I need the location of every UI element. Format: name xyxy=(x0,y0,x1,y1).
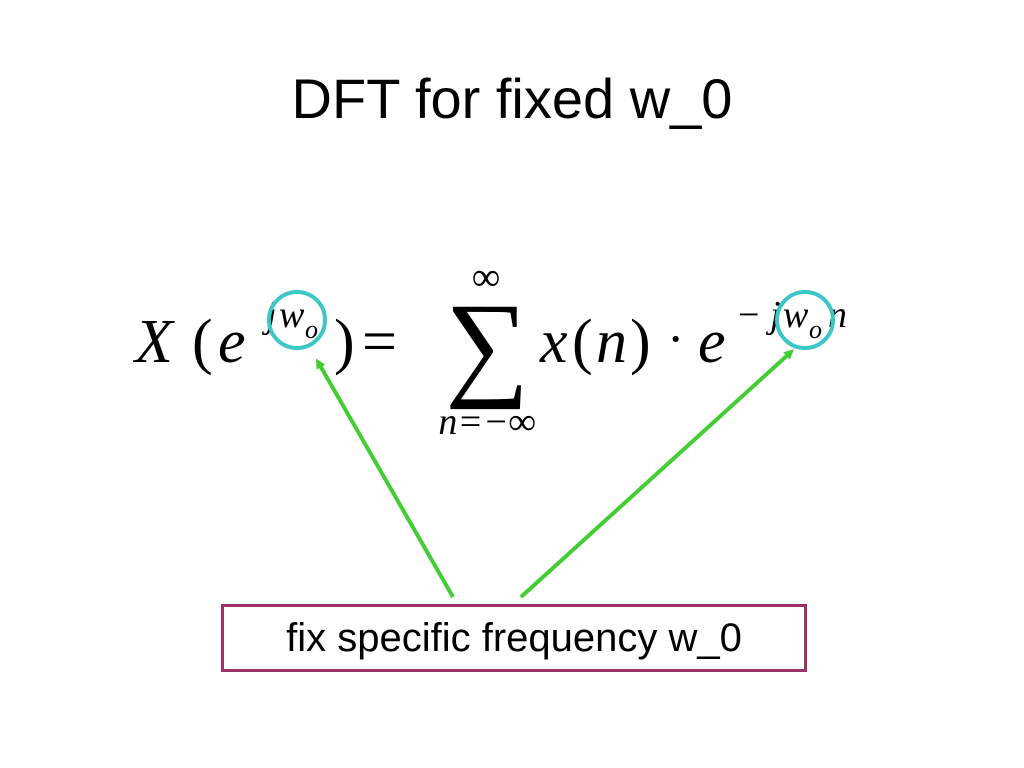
formula-lhs-open-paren: ( xyxy=(192,308,213,376)
formula-rhs-exp-sub-o: o xyxy=(809,315,822,344)
formula-equals: = xyxy=(362,308,397,376)
formula-rhs-close-paren: ) xyxy=(630,308,651,376)
formula-rhs-exp-minus: − xyxy=(738,294,759,336)
formula-lhs-e: e xyxy=(218,308,246,376)
callout-box: fix specific frequency w_0 xyxy=(221,604,807,672)
sum-symbol: ∑ xyxy=(445,279,529,410)
formula-rhs-x: x xyxy=(539,308,568,376)
highlight-circle-right xyxy=(775,290,835,350)
formula-rhs-e: e xyxy=(698,308,726,376)
formula-lhs-exp-w: w xyxy=(279,294,305,336)
callout-text: fix specific frequency w_0 xyxy=(286,615,742,660)
slide-title: DFT for fixed w_0 xyxy=(291,67,733,130)
formula-rhs-exp-w: w xyxy=(783,294,809,336)
formula-rhs-open-paren: ( xyxy=(572,308,593,376)
formula-lhs-exp-sub-o: o xyxy=(305,315,318,344)
arrow-left xyxy=(316,358,455,598)
formula-rhs-dot: · xyxy=(667,311,684,368)
highlight-circle-left xyxy=(267,290,327,350)
formula-rhs-n: n xyxy=(596,308,627,376)
sum-upper-limit: ∞ xyxy=(472,254,501,299)
formula-lhs-close-paren: ) xyxy=(334,308,355,376)
sum-lower-limit: n=−∞ xyxy=(438,401,535,443)
arrow-right xyxy=(519,349,794,599)
formula-X: X xyxy=(132,308,175,376)
